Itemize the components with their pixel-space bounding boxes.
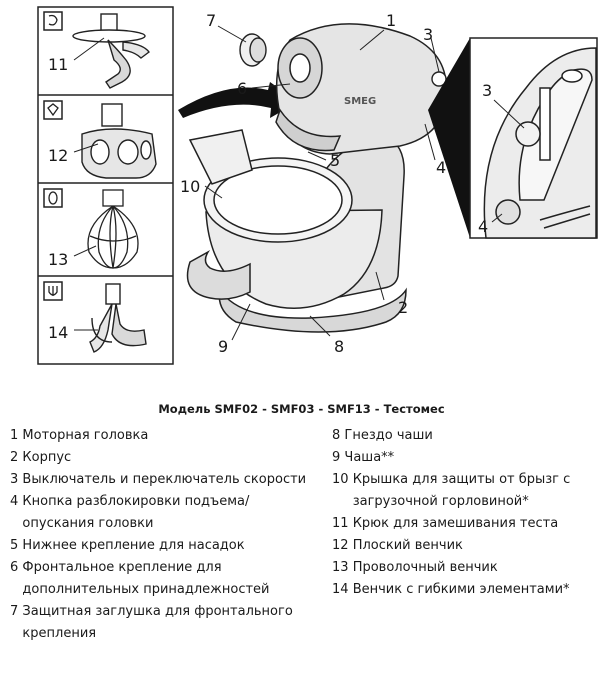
legend-item: 10 Крышка для защиты от брызг с загрузоч… [332, 469, 594, 513]
legend-item: 6 Фронтальное крепление для дополнительн… [10, 557, 310, 601]
callout-3: 3 [423, 25, 433, 44]
callout-8: 8 [334, 337, 344, 356]
legend-item: 11 Крюк для замешивания теста [332, 513, 594, 535]
mixer-diagram: SMEG 1 2 3 3 [0, 0, 603, 395]
callout-2: 2 [398, 298, 408, 317]
callout-14: 14 [48, 323, 68, 342]
motor-head: SMEG [276, 24, 446, 154]
legend-item: 9 Чаша** [332, 447, 594, 469]
legend-item: 3 Выключатель и переключатель скорости [10, 469, 310, 491]
callout-6: 6 [237, 79, 247, 98]
legend-item: 2 Корпус [10, 447, 310, 469]
legend-item: 14 Венчик с гибкими элементами* [332, 579, 594, 601]
legend-item: 12 Плоский венчик [332, 535, 594, 557]
legend-item: 8 Гнездо чаши [332, 425, 594, 447]
zoom-detail [428, 38, 597, 238]
callout-4: 4 [436, 158, 446, 177]
callout-3-detail: 3 [482, 81, 492, 100]
legend-right: 8 Гнездо чаши 9 Чаша** 10 Крышка для защ… [332, 425, 594, 601]
legend-left: 1 Моторная головка 2 Корпус 3 Выключател… [10, 425, 310, 645]
callout-5: 5 [330, 151, 340, 170]
model-caption: Модель SMF02 - SMF03 - SMF13 - Тестомес [0, 402, 603, 416]
legend-item: 7 Защитная заглушка для фронтального кре… [10, 601, 310, 645]
callout-9: 9 [218, 337, 228, 356]
legend-item: 4 Кнопка разблокировки подъема/ опускани… [10, 491, 310, 535]
callout-11: 11 [48, 55, 68, 74]
legend-item: 5 Нижнее крепление для насадок [10, 535, 310, 557]
legend-item: 1 Моторная головка [10, 425, 310, 447]
protective-cap [240, 34, 266, 66]
callout-12: 12 [48, 146, 68, 165]
smeg-logo: SMEG [344, 96, 376, 107]
callout-10: 10 [180, 177, 200, 196]
callout-13: 13 [48, 250, 68, 269]
callout-4-detail: 4 [478, 217, 488, 236]
legend-item: 13 Проволочный венчик [332, 557, 594, 579]
callout-1: 1 [386, 11, 396, 30]
callout-7: 7 [206, 11, 216, 30]
